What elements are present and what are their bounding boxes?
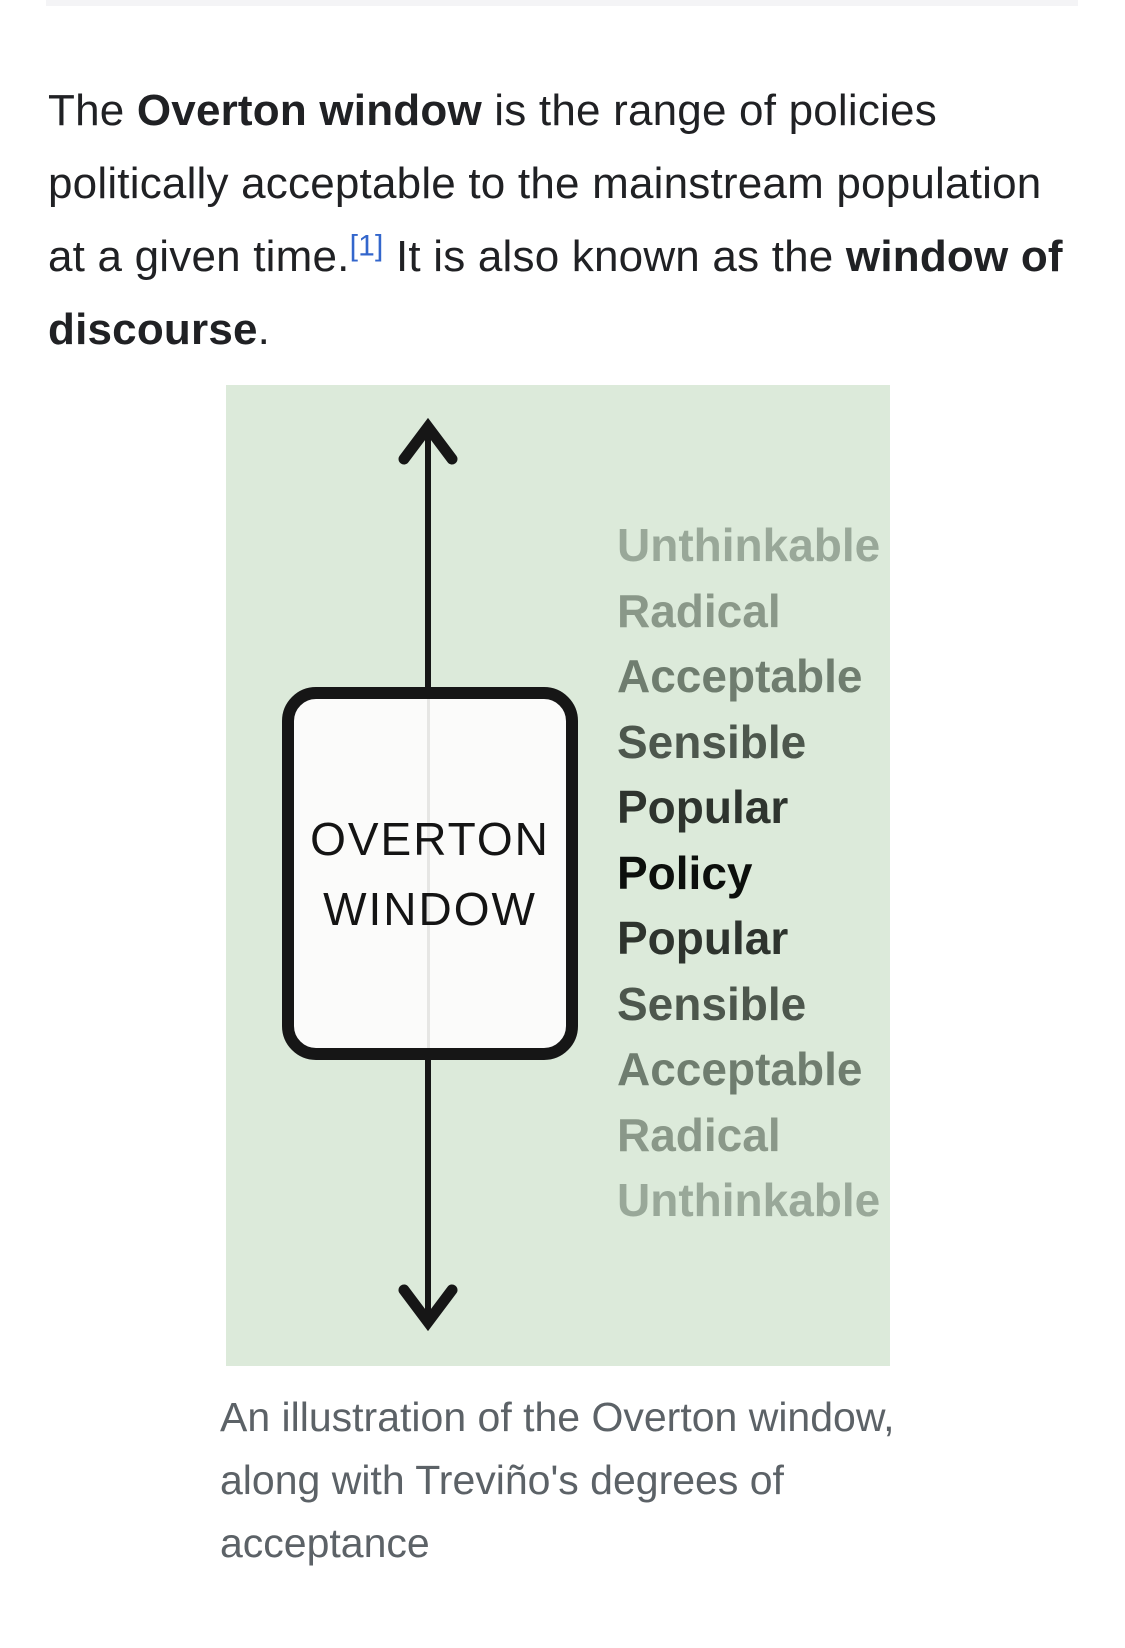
degree-label: Acceptable [617, 650, 863, 702]
reference-superscript: [1] [350, 229, 384, 262]
bold-term-overton-window: Overton window [136, 86, 482, 135]
degree-label: Radical [617, 584, 781, 637]
degree-label: Popular [617, 781, 789, 833]
figure-overton-window[interactable]: OVERTON WINDOW Unthinkable Radical Accep… [226, 385, 890, 1366]
reference-link-1[interactable]: [1] [349, 229, 384, 263]
degree-label: Unthinkable [617, 519, 881, 571]
degree-label: Unthinkable [617, 1174, 881, 1226]
degree-label: Popular [617, 912, 789, 964]
overton-window-box: OVERTON WINDOW [282, 687, 578, 1060]
paragraph-text: It is also known as the [383, 232, 846, 281]
paragraph-text: The [48, 86, 137, 135]
degree-label: Policy [617, 846, 753, 899]
degree-label: Sensible [617, 977, 807, 1030]
box-label-line1: OVERTON [310, 812, 550, 865]
bold-term-window-of-discourse: window of discourse [48, 232, 1063, 354]
degree-label: Acceptable [617, 1043, 863, 1095]
figure-caption: An illustration of the Overton window, a… [220, 1394, 895, 1566]
paragraph-text: . [257, 305, 271, 354]
degree-label: Sensible [617, 715, 807, 768]
paragraph-text: is the range of policies politically acc… [48, 86, 1042, 281]
box-label: OVERTON WINDOW [310, 804, 550, 944]
article-paragraph: The Overton window is the range of polic… [48, 74, 1078, 366]
degrees-of-acceptance-list: Unthinkable Radical Acceptable Sensible … [617, 513, 887, 1234]
box-label-line2: WINDOW [323, 882, 537, 935]
degree-label: Radical [617, 1108, 781, 1161]
top-bar-remnant [46, 0, 1078, 6]
arrow-through-line [427, 699, 430, 1048]
